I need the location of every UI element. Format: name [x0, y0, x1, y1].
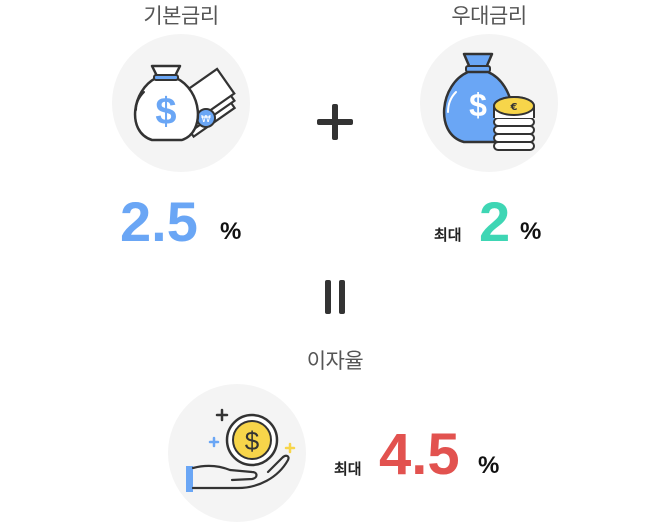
- svg-text:$: $: [155, 91, 176, 133]
- svg-text:₩: ₩: [201, 114, 211, 125]
- bonus-rate-illustration: $ €: [420, 34, 558, 172]
- interest-rate-value-group: 최대 4.5 %: [330, 424, 530, 484]
- base-rate-label: 기본금리: [143, 4, 219, 28]
- svg-text:$: $: [469, 87, 487, 123]
- bonus-rate-prefix: 최대: [434, 226, 462, 244]
- money-bag-with-bills-icon: ₩ $: [134, 64, 237, 142]
- equals-icon: [323, 280, 347, 314]
- money-bag-with-coins-icon: $ €: [442, 52, 535, 151]
- base-rate-value: 2.5: [120, 190, 198, 253]
- interest-rate-prefix: 최대: [334, 460, 362, 478]
- interest-rate-illustration: $: [168, 384, 306, 522]
- bonus-rate-unit: %: [520, 218, 542, 245]
- interest-rate-unit: %: [478, 452, 500, 479]
- bonus-rate-value: 2: [479, 190, 511, 253]
- interest-rate-label: 이자율: [306, 349, 364, 373]
- base-rate-illustration: ₩ $: [112, 34, 250, 172]
- base-rate-value-group: 2.5 %: [120, 188, 260, 253]
- bonus-rate-label: 우대금리: [451, 4, 527, 28]
- svg-text:$: $: [245, 426, 260, 456]
- interest-rate-value: 4.5: [379, 422, 460, 487]
- svg-text:€: €: [510, 102, 518, 113]
- hand-with-coin-icon: $: [186, 408, 296, 492]
- bonus-rate-value-group: 최대 2 %: [430, 188, 570, 253]
- base-rate-unit: %: [220, 218, 242, 245]
- plus-icon: [317, 104, 353, 140]
